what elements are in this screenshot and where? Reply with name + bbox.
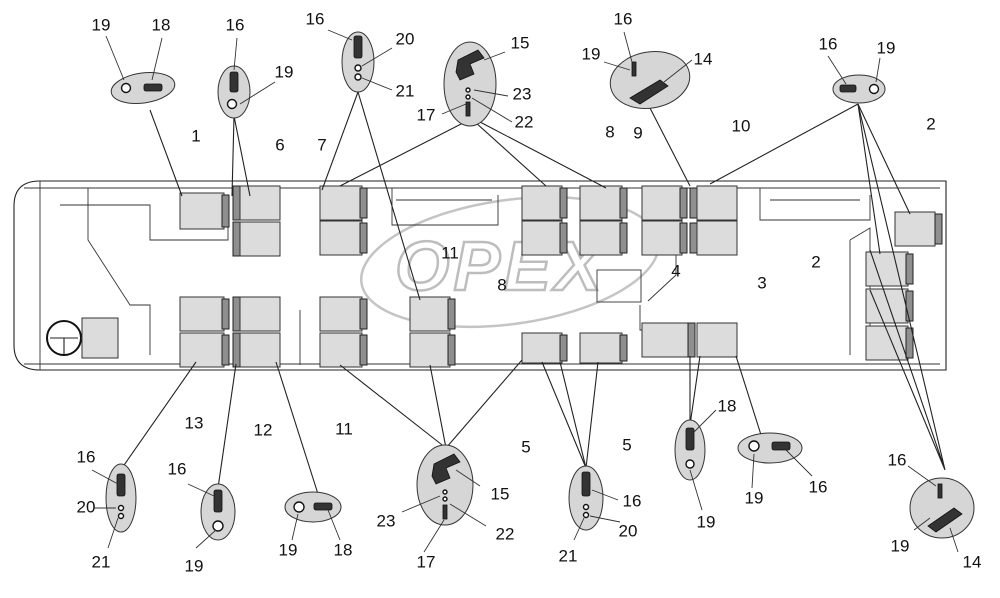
callout-d9-18: 18 [334, 540, 353, 559]
callout-10: 10 [732, 116, 751, 135]
callout-d7-16: 16 [77, 447, 96, 466]
callout-d7-21: 21 [92, 552, 111, 571]
callout-d11-21: 21 [559, 546, 578, 565]
callout-d3-20: 20 [396, 29, 415, 48]
callout-d5-19: 19 [582, 44, 601, 63]
callout-d8-19: 19 [185, 556, 204, 575]
callout-d8-16: 16 [168, 459, 187, 478]
callout-d4-22: 22 [515, 112, 534, 131]
callout-6: 6 [275, 135, 284, 154]
callout-d11-16: 16 [623, 491, 642, 510]
callout-d7-20: 20 [77, 497, 96, 516]
callout-11-bottom: 11 [335, 419, 353, 438]
callout-2: 2 [811, 252, 820, 271]
callout-d10-22: 22 [496, 524, 515, 543]
callout-labels: 1 2 2 3 4 5 5 6 7 8 8 9 10 11 11 12 13 1… [77, 9, 982, 575]
callout-d12-19: 19 [697, 512, 716, 531]
callout-d3-16: 16 [306, 9, 325, 28]
callout-d4-15: 15 [511, 33, 530, 52]
callout-d9-19: 19 [279, 540, 298, 559]
callout-d6-19: 19 [877, 38, 896, 57]
callout-d10-23: 23 [377, 511, 396, 530]
detail-leaders [91, 29, 959, 553]
callout-13: 13 [185, 413, 204, 432]
callout-d13-16: 16 [809, 477, 828, 496]
watermark: OPEX [359, 195, 661, 329]
callout-d14-16: 16 [888, 450, 907, 469]
callout-11-top: 11 [441, 243, 459, 262]
callout-d10-17: 17 [417, 552, 436, 571]
callout-d12-18: 18 [718, 396, 737, 415]
callout-d14-19: 19 [891, 536, 910, 555]
callout-8-center: 8 [497, 275, 506, 294]
callout-5-left: 5 [521, 437, 530, 456]
callout-d10-15: 15 [491, 484, 510, 503]
callout-d6-16: 16 [819, 34, 838, 53]
callout-12: 12 [254, 420, 273, 439]
callout-3: 3 [757, 273, 766, 292]
callout-4: 4 [671, 261, 680, 280]
callout-9: 9 [633, 123, 642, 142]
callout-d3-21: 21 [396, 81, 415, 100]
callout-d2-19: 19 [275, 62, 294, 81]
watermark-text: OPEX [395, 227, 606, 305]
seats [179, 185, 943, 368]
callout-d13-19: 19 [745, 488, 764, 507]
bus-body [13, 180, 947, 371]
callout-d5-16: 16 [614, 9, 633, 28]
seat-1 [179, 192, 225, 230]
callout-d4-17: 17 [417, 105, 436, 124]
callout-d1-19: 19 [92, 15, 111, 34]
leader-lines [121, 91, 946, 495]
callout-d5-14: 14 [694, 49, 713, 68]
callout-d2-16: 16 [226, 15, 245, 34]
callout-2-top: 2 [926, 114, 935, 133]
callout-d11-20: 20 [619, 521, 638, 540]
detail-ovals [105, 31, 975, 541]
callout-d1-18: 18 [152, 15, 171, 34]
callout-d4-23: 23 [513, 84, 532, 103]
callout-8-top: 8 [605, 122, 614, 141]
callout-1: 1 [191, 126, 200, 145]
callout-d14-14: 14 [963, 552, 982, 571]
callout-7: 7 [317, 135, 326, 154]
callout-5-right: 5 [622, 435, 631, 454]
